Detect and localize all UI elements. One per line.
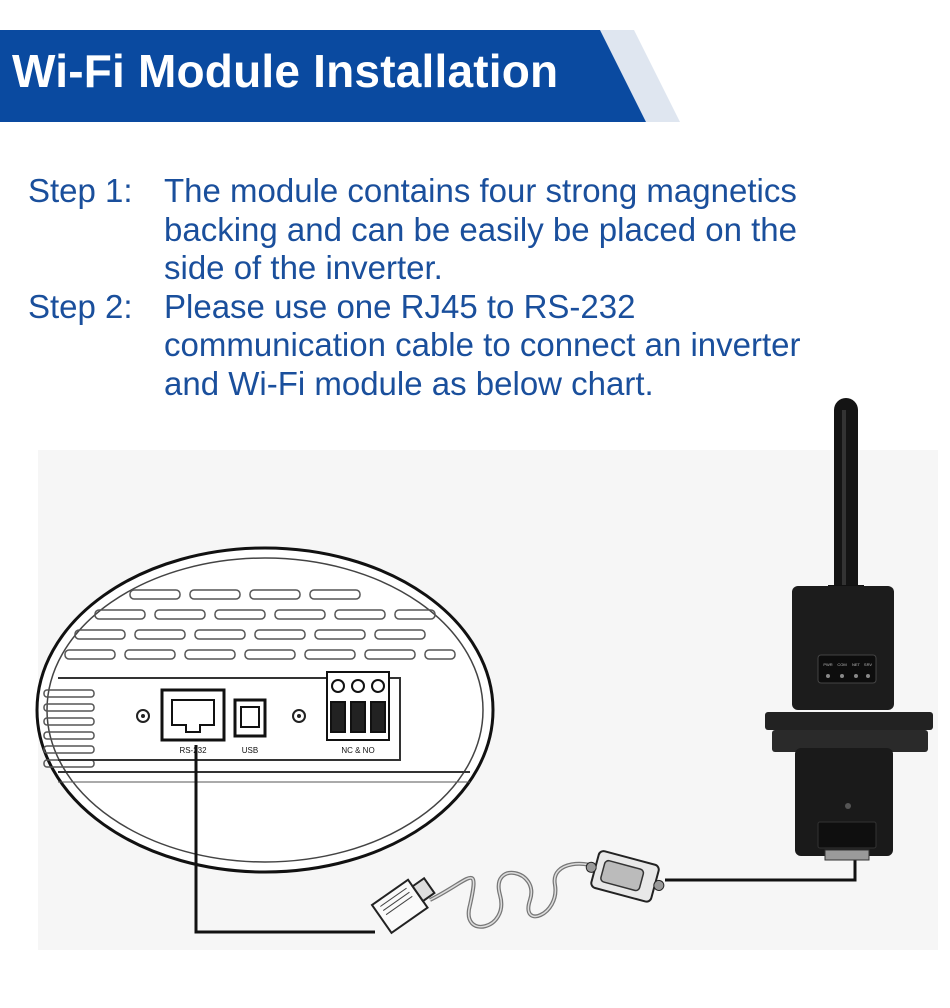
usb-port-label: USB	[242, 746, 258, 755]
dry-contact-terminal	[326, 671, 390, 741]
page-title: Wi-Fi Module Installation	[12, 45, 559, 97]
led-indicators: PWR COM NET SRV	[823, 662, 872, 678]
step-1-label: Step 1:	[28, 172, 133, 209]
wifi-module-illustration: PWR COM NET SRV	[765, 398, 933, 861]
step-2-text: Please use one RJ45 to RS-232 communicat…	[164, 287, 801, 402]
instructions: Step 1: The module contains four strong …	[28, 172, 928, 403]
svg-text:NET: NET	[852, 662, 861, 667]
step-1-text: The module contains four strong magnetic…	[164, 172, 797, 286]
usb-port	[233, 698, 267, 738]
installation-illustration: RS-232 USB NC & NO	[0, 395, 950, 1003]
db9-connector-icon	[585, 850, 665, 903]
step-2: Step 2: Please use one RJ45 to RS-232 co…	[28, 288, 928, 404]
rj45-plug-icon	[370, 876, 436, 935]
rs232-port-label: RS-232	[179, 746, 207, 755]
svg-text:PWR: PWR	[823, 662, 832, 667]
banner-shape	[0, 30, 680, 122]
step-1: Step 1: The module contains four strong …	[28, 172, 928, 288]
inverter-panel-illustration: RS-232 USB NC & NO	[35, 546, 495, 874]
step-2-label: Step 2:	[28, 287, 133, 325]
svg-text:SRV: SRV	[864, 662, 872, 667]
db9-wire	[665, 858, 857, 882]
wiring-diagram: RS-232 USB NC & NO	[35, 398, 938, 950]
svg-text:COM: COM	[837, 662, 846, 667]
rj45-wire	[194, 745, 375, 934]
dry-contact-label: NC & NO	[341, 746, 374, 755]
title-banner: Wi-Fi Module Installation	[0, 30, 680, 122]
